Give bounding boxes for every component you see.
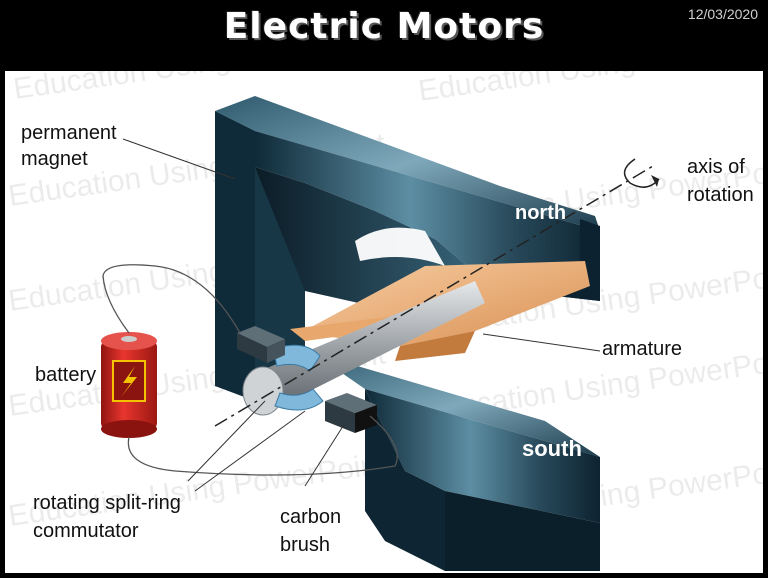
south-pole xyxy=(313,353,600,571)
battery-label: battery xyxy=(35,364,96,386)
north-pole-label: north xyxy=(515,202,566,224)
carbon-brush-label: brush xyxy=(280,534,330,556)
permanent-magnet-label: magnet xyxy=(21,148,88,170)
watermark-text: Education Using PowerPoint xyxy=(416,71,763,108)
watermark-text: Education Using PowerPoint xyxy=(11,71,393,106)
lightning-icon xyxy=(121,366,137,397)
wires xyxy=(102,264,398,476)
axis-of-rotation-label: axis of xyxy=(687,156,745,178)
commutator-label: commutator xyxy=(33,520,139,542)
slide-date: 12/03/2020 xyxy=(687,6,758,22)
carbon-brush-bottom xyxy=(325,393,377,433)
south-pole-label: south xyxy=(522,436,582,461)
carbon-brush-label: carbon xyxy=(280,506,341,528)
motor-diagram: Education Using PowerPoint Education Usi… xyxy=(6,20,768,571)
shaft xyxy=(242,281,485,416)
armature-label: armature xyxy=(602,338,682,360)
leader-lines xyxy=(122,138,601,492)
axis-line xyxy=(214,165,654,427)
carbon-brush-top xyxy=(237,326,285,363)
permanent-magnet-label: permanent xyxy=(21,122,117,144)
rotation-arrow-icon xyxy=(623,158,660,188)
diagram-canvas: Education Using PowerPoint Education Usi… xyxy=(5,20,768,573)
battery xyxy=(101,332,157,438)
slide-title: Electric Motors xyxy=(223,6,545,47)
axis-of-rotation-label: rotation xyxy=(687,184,754,206)
commutator-label: rotating split-ring xyxy=(33,492,181,514)
